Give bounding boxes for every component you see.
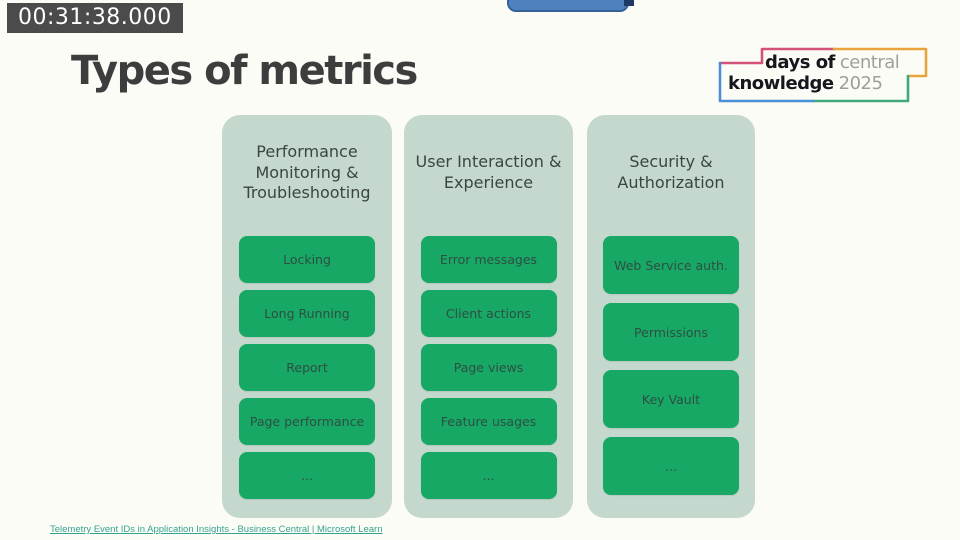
days-of-knowledge-logo: days of central knowledge 2025: [713, 45, 933, 105]
metric-item-button[interactable]: Key Vault: [603, 370, 739, 428]
footer-link[interactable]: Telemetry Event IDs in Application Insig…: [50, 524, 383, 535]
top-toolbar-button[interactable]: [507, 0, 629, 12]
top-toolbar-fragment: [624, 0, 634, 6]
metric-item-button[interactable]: Error messages: [420, 236, 557, 283]
timestamp-overlay: 00:31:38.000: [7, 3, 183, 33]
metric-item-button[interactable]: ...: [603, 437, 739, 495]
column-performance-monitoring: Performance Monitoring & Troubleshooting…: [222, 115, 392, 518]
metric-item-button[interactable]: Long Running: [239, 290, 375, 337]
metric-item-button[interactable]: Report: [239, 344, 375, 391]
logo-text-days-of: days of: [765, 52, 835, 73]
logo-text-central: central: [839, 52, 900, 73]
column-security-authorization: Security & Authorization Web Service aut…: [587, 115, 755, 518]
logo-line-1: days of central: [765, 52, 900, 73]
logo-text-knowledge: knowledge: [728, 73, 834, 94]
logo-text-year: 2025: [838, 73, 883, 94]
metric-item-button[interactable]: Feature usages: [420, 398, 557, 445]
column-header-label: User Interaction & Experience: [415, 152, 562, 192]
column-user-interaction: User Interaction & Experience Error mess…: [404, 115, 573, 518]
column-header-label: Performance Monitoring & Troubleshooting: [243, 141, 371, 203]
logo-line-2: knowledge 2025: [728, 73, 883, 94]
metric-item-button[interactable]: Page views: [420, 344, 557, 391]
column-header: Security & Authorization: [587, 115, 755, 231]
metric-item-button[interactable]: ...: [239, 452, 375, 499]
column-header: Performance Monitoring & Troubleshooting: [222, 115, 392, 231]
metric-item-button[interactable]: Permissions: [603, 303, 739, 361]
metric-item-button[interactable]: Locking: [239, 236, 375, 283]
column-header: User Interaction & Experience: [404, 115, 573, 231]
metric-item-button[interactable]: Client actions: [420, 290, 557, 337]
metric-item-button[interactable]: Page performance: [239, 398, 375, 445]
slide-title: Types of metrics: [71, 48, 418, 94]
metric-item-button[interactable]: Web Service auth.: [603, 236, 739, 294]
metric-item-button[interactable]: ...: [420, 452, 557, 499]
logo-border-icon: [718, 47, 928, 103]
column-header-label: Security & Authorization: [617, 152, 725, 192]
